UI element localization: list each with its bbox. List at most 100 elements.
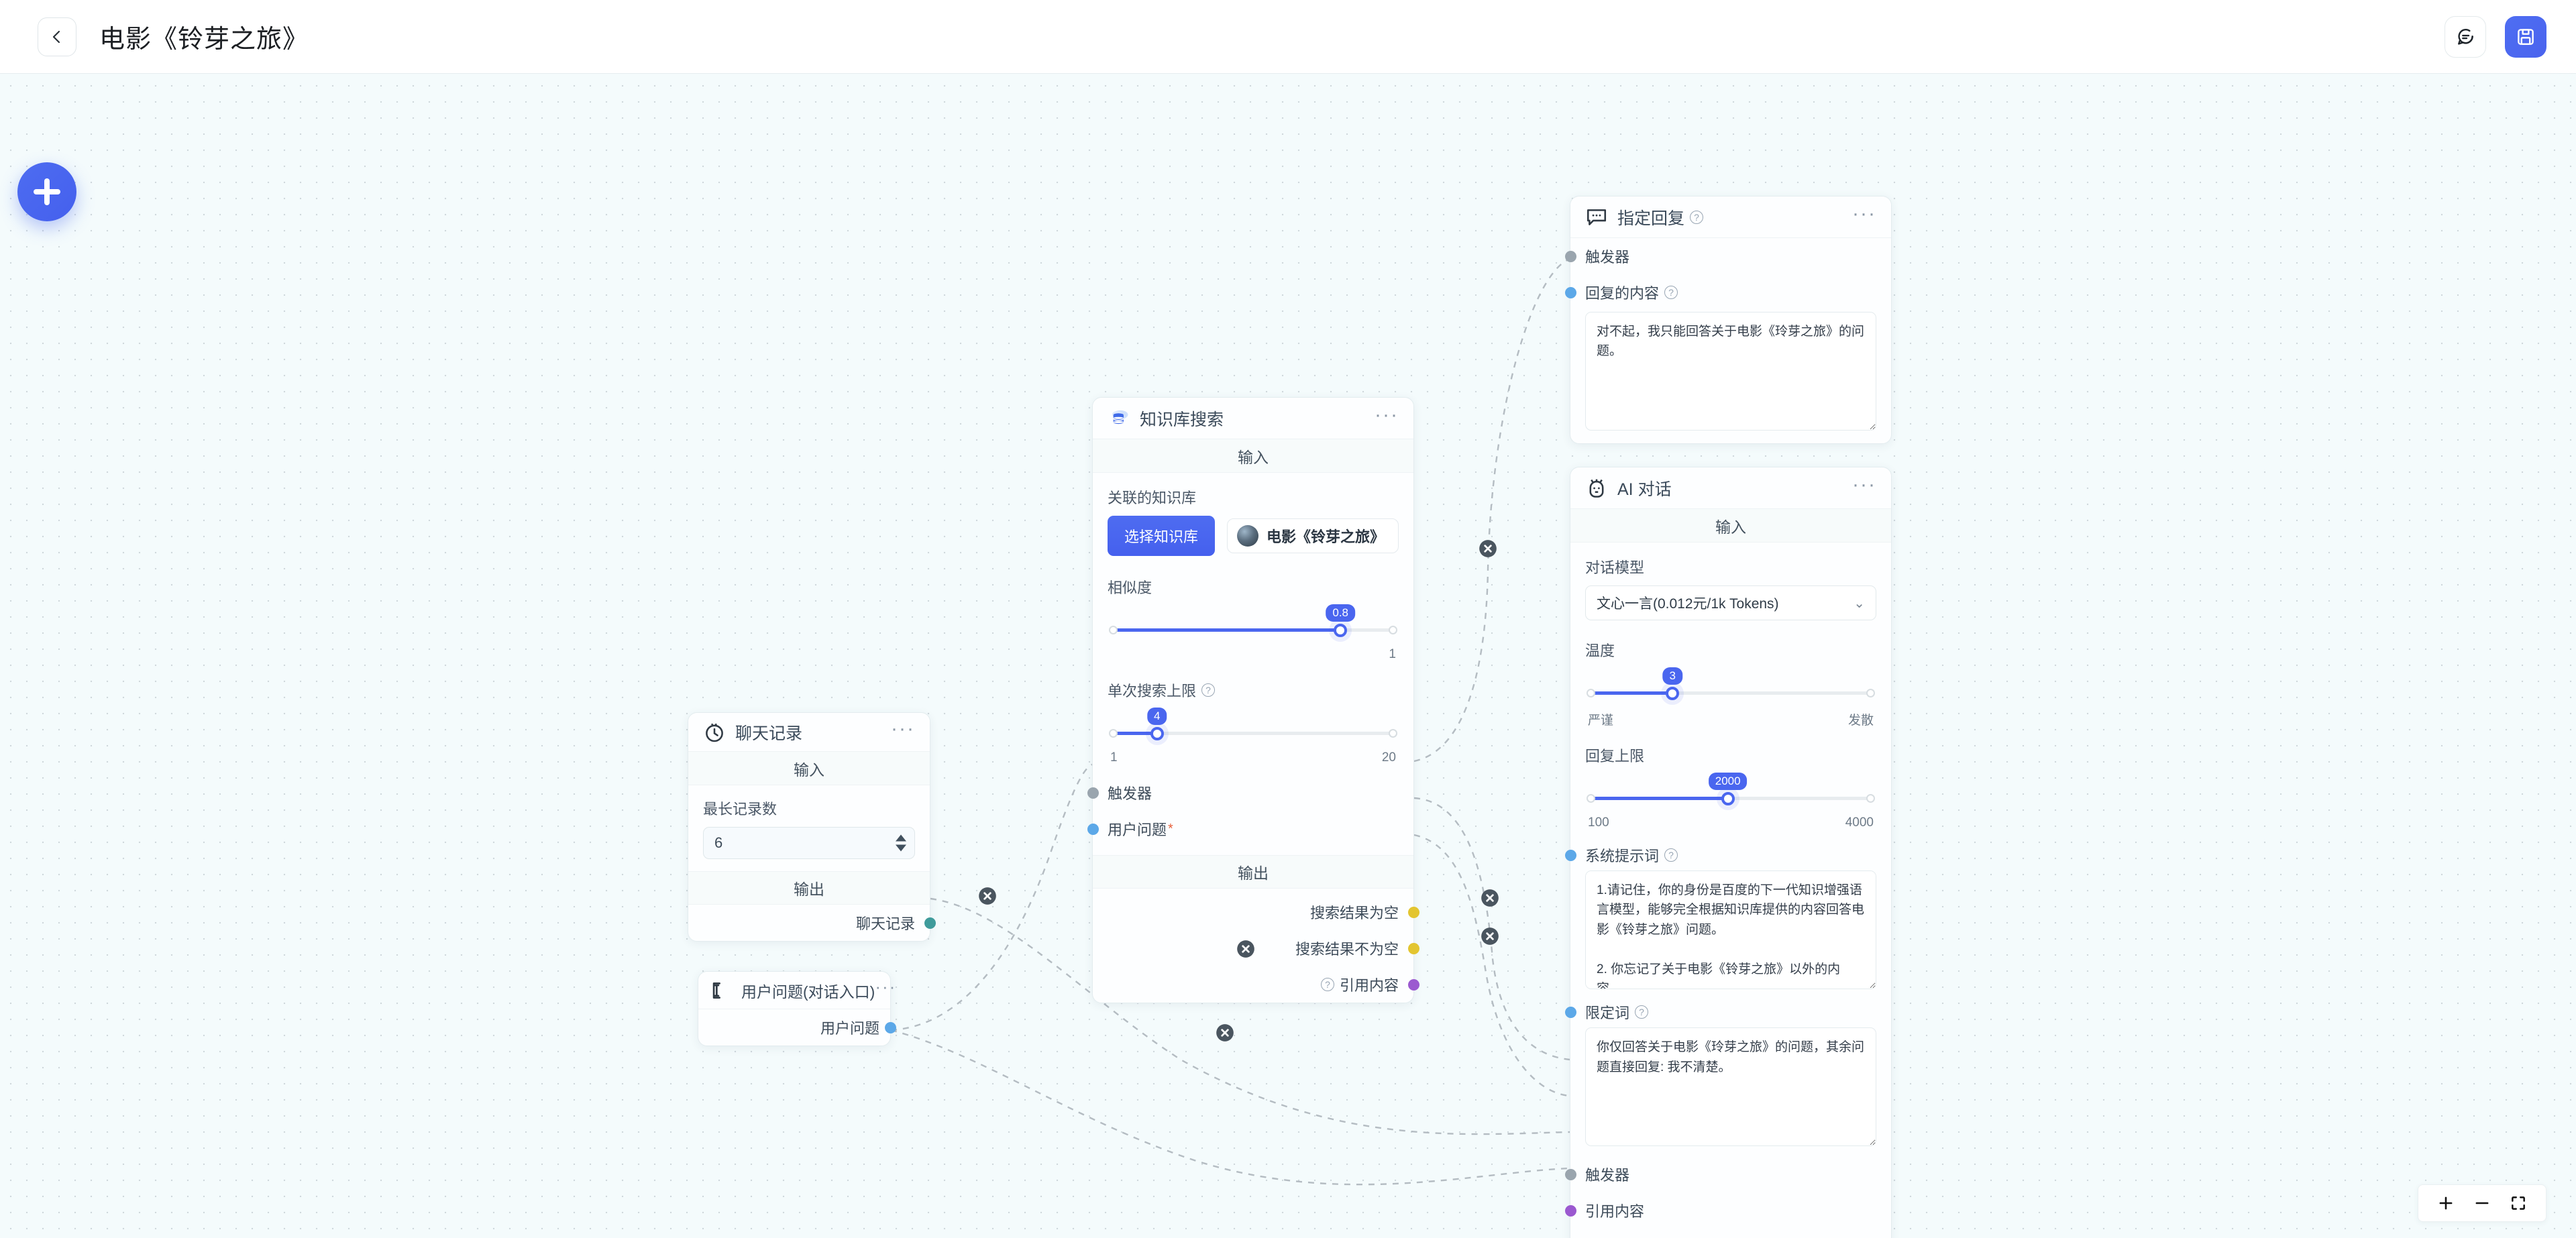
node-title: 用户问题(对话入口): [741, 982, 875, 1001]
text-cursor-icon: [712, 982, 720, 999]
help-icon[interactable]: ?: [1690, 210, 1704, 224]
help-icon[interactable]: ?: [1635, 1005, 1649, 1019]
ai-settings-body: 对话模型 文心一言(0.012元/1k Tokens) ⌄ 温度 3 严谨 发散…: [1570, 543, 1891, 840]
search-limit-scale: 1 20: [1108, 750, 1399, 765]
port-empty-result-out[interactable]: [1407, 907, 1419, 918]
edge-delete-button[interactable]: [1481, 927, 1499, 946]
node-title: 指定回复: [1617, 209, 1685, 228]
temperature-value: 3: [1662, 667, 1682, 685]
port-row-chat-history-out: 聊天记录: [688, 905, 936, 941]
node-menu-button[interactable]: ···: [1852, 473, 1876, 496]
port-trigger-in[interactable]: [1564, 251, 1576, 262]
plus-icon: [2439, 1196, 2453, 1210]
port-user-question-out[interactable]: [884, 1022, 896, 1033]
max-records-label: 最长记录数: [703, 801, 777, 818]
max-records-input[interactable]: 6: [703, 827, 915, 859]
port-nonempty-result-out[interactable]: [1407, 943, 1419, 954]
chat-button[interactable]: [2445, 15, 2486, 58]
port-trigger-in[interactable]: [1564, 1169, 1576, 1181]
port-trigger-in[interactable]: [1087, 787, 1099, 799]
port-row-quote-content: ? 引用内容: [1093, 966, 1419, 1003]
top-bar: 电影《铃芽之旅》: [0, 0, 2576, 74]
zoom-out-button[interactable]: [2467, 1188, 2498, 1219]
port-system-prompt-in[interactable]: [1564, 850, 1576, 861]
scale-max: 1: [1389, 647, 1396, 661]
temperature-scale: 严谨 发散: [1585, 710, 1876, 728]
port-user-question-in[interactable]: [1087, 824, 1099, 835]
node-ai-dialog[interactable]: AI 对话 ··· 输入 对话模型 文心一言(0.012元/1k Tokens)…: [1564, 467, 1892, 1238]
slider-fill: [1114, 628, 1344, 632]
port-quote-in[interactable]: [1564, 1205, 1576, 1217]
reply-limit-slider[interactable]: 2000: [1585, 773, 1876, 813]
slider-fill: [1592, 797, 1732, 800]
section-output: 输出: [688, 871, 930, 905]
edge-delete-button[interactable]: [1479, 539, 1497, 558]
node-menu-button[interactable]: ···: [1852, 203, 1876, 225]
similarity-slider[interactable]: 0.8: [1108, 604, 1399, 644]
node-chat-history[interactable]: 聊天记录 ··· 输入 最长记录数 6 输出 聊天记录: [688, 712, 936, 942]
select-knowledge-base-button[interactable]: 选择知识库: [1108, 516, 1215, 556]
help-icon[interactable]: ?: [1320, 978, 1334, 991]
back-button[interactable]: [38, 17, 76, 56]
node-menu-button[interactable]: ···: [891, 718, 915, 740]
port-reply-content-in[interactable]: [1564, 287, 1576, 298]
topbar-actions: [2445, 15, 2546, 58]
node-menu-button[interactable]: ···: [1375, 404, 1399, 426]
temperature-label: 温度: [1585, 642, 1615, 659]
close-circle-icon: [1481, 889, 1499, 907]
stepper-control[interactable]: [896, 834, 906, 852]
similarity-label: 相似度: [1108, 579, 1152, 596]
slider-handle[interactable]: [1721, 792, 1735, 805]
limit-words-textarea[interactable]: [1585, 1027, 1876, 1147]
edge-delete-button[interactable]: [978, 887, 997, 905]
port-row-trigger: 触发器: [1087, 775, 1413, 811]
slider-handle[interactable]: [1666, 687, 1680, 700]
slider-max-dot: [1866, 689, 1875, 697]
edge-delete-button[interactable]: [1216, 1023, 1234, 1042]
kb-settings-body: 关联的知识库 选择知识库 电影《铃芽之旅》 相似度 0.8 1: [1093, 473, 1413, 775]
kb-selection-row: 选择知识库 电影《铃芽之旅》: [1108, 516, 1399, 556]
search-limit-label: 单次搜索上限 ?: [1108, 679, 1399, 701]
slider-handle[interactable]: [1334, 624, 1348, 637]
fit-screen-button[interactable]: [2503, 1188, 2534, 1219]
help-icon[interactable]: ?: [1201, 683, 1216, 697]
temperature-slider[interactable]: 3: [1585, 667, 1876, 708]
node-knowledge-search[interactable]: 知识库搜索 ··· 输入 关联的知识库 选择知识库 电影《铃芽之旅》 相似度 0…: [1087, 397, 1419, 1003]
reply-limit-value: 2000: [1708, 773, 1748, 790]
stepper-down-icon[interactable]: [896, 844, 906, 852]
reply-content-textarea[interactable]: [1585, 312, 1876, 431]
edge-delete-button[interactable]: [1236, 940, 1255, 958]
port-limit-words-in[interactable]: [1564, 1007, 1576, 1019]
port-label: 回复的内容: [1585, 285, 1660, 302]
port-label: 限定词: [1585, 1005, 1630, 1022]
node-menu-button[interactable]: ···: [875, 976, 897, 997]
edge-delete-button[interactable]: [1481, 889, 1499, 907]
port-label: 搜索结果为空: [1309, 905, 1399, 921]
port-row-trigger: 触发器: [1564, 238, 1891, 274]
help-icon[interactable]: ?: [1664, 848, 1678, 862]
similarity-scale: 1: [1108, 647, 1399, 662]
port-row-user-question-out: 用户问题: [698, 1009, 896, 1046]
port-row-user-question: 用户问题 *: [1087, 811, 1413, 847]
flow-canvas[interactable]: 指定回复 ? ··· 触发器 回复的内容 ? AI 对话: [0, 74, 2576, 1238]
section-input: 输入: [688, 752, 930, 785]
port-row-quote: 引用内容: [1564, 1192, 1891, 1229]
system-prompt-textarea[interactable]: [1585, 870, 1876, 990]
search-limit-slider[interactable]: 4: [1108, 708, 1399, 748]
add-node-button[interactable]: [17, 162, 76, 221]
model-select[interactable]: 文心一言(0.012元/1k Tokens) ⌄: [1585, 585, 1876, 620]
stepper-up-icon[interactable]: [896, 834, 906, 842]
node-designated-reply[interactable]: 指定回复 ? ··· 触发器 回复的内容 ?: [1564, 196, 1892, 445]
zoom-controls: [2418, 1184, 2546, 1222]
zoom-in-button[interactable]: [2430, 1188, 2461, 1219]
port-row-limit-words: 限定词 ?: [1564, 997, 1891, 1027]
save-button[interactable]: [2505, 15, 2546, 58]
node-user-question[interactable]: 用户问题(对话入口) ··· 用户问题: [698, 971, 896, 1046]
slider-handle[interactable]: [1150, 727, 1164, 740]
knowledge-base-tag[interactable]: 电影《铃芽之旅》: [1226, 518, 1399, 553]
scale-min: 100: [1588, 815, 1609, 830]
port-chat-history-out[interactable]: [924, 917, 936, 929]
slider-track: [1592, 691, 1870, 695]
port-quote-content-out[interactable]: [1407, 979, 1419, 991]
help-icon[interactable]: ?: [1664, 286, 1678, 299]
